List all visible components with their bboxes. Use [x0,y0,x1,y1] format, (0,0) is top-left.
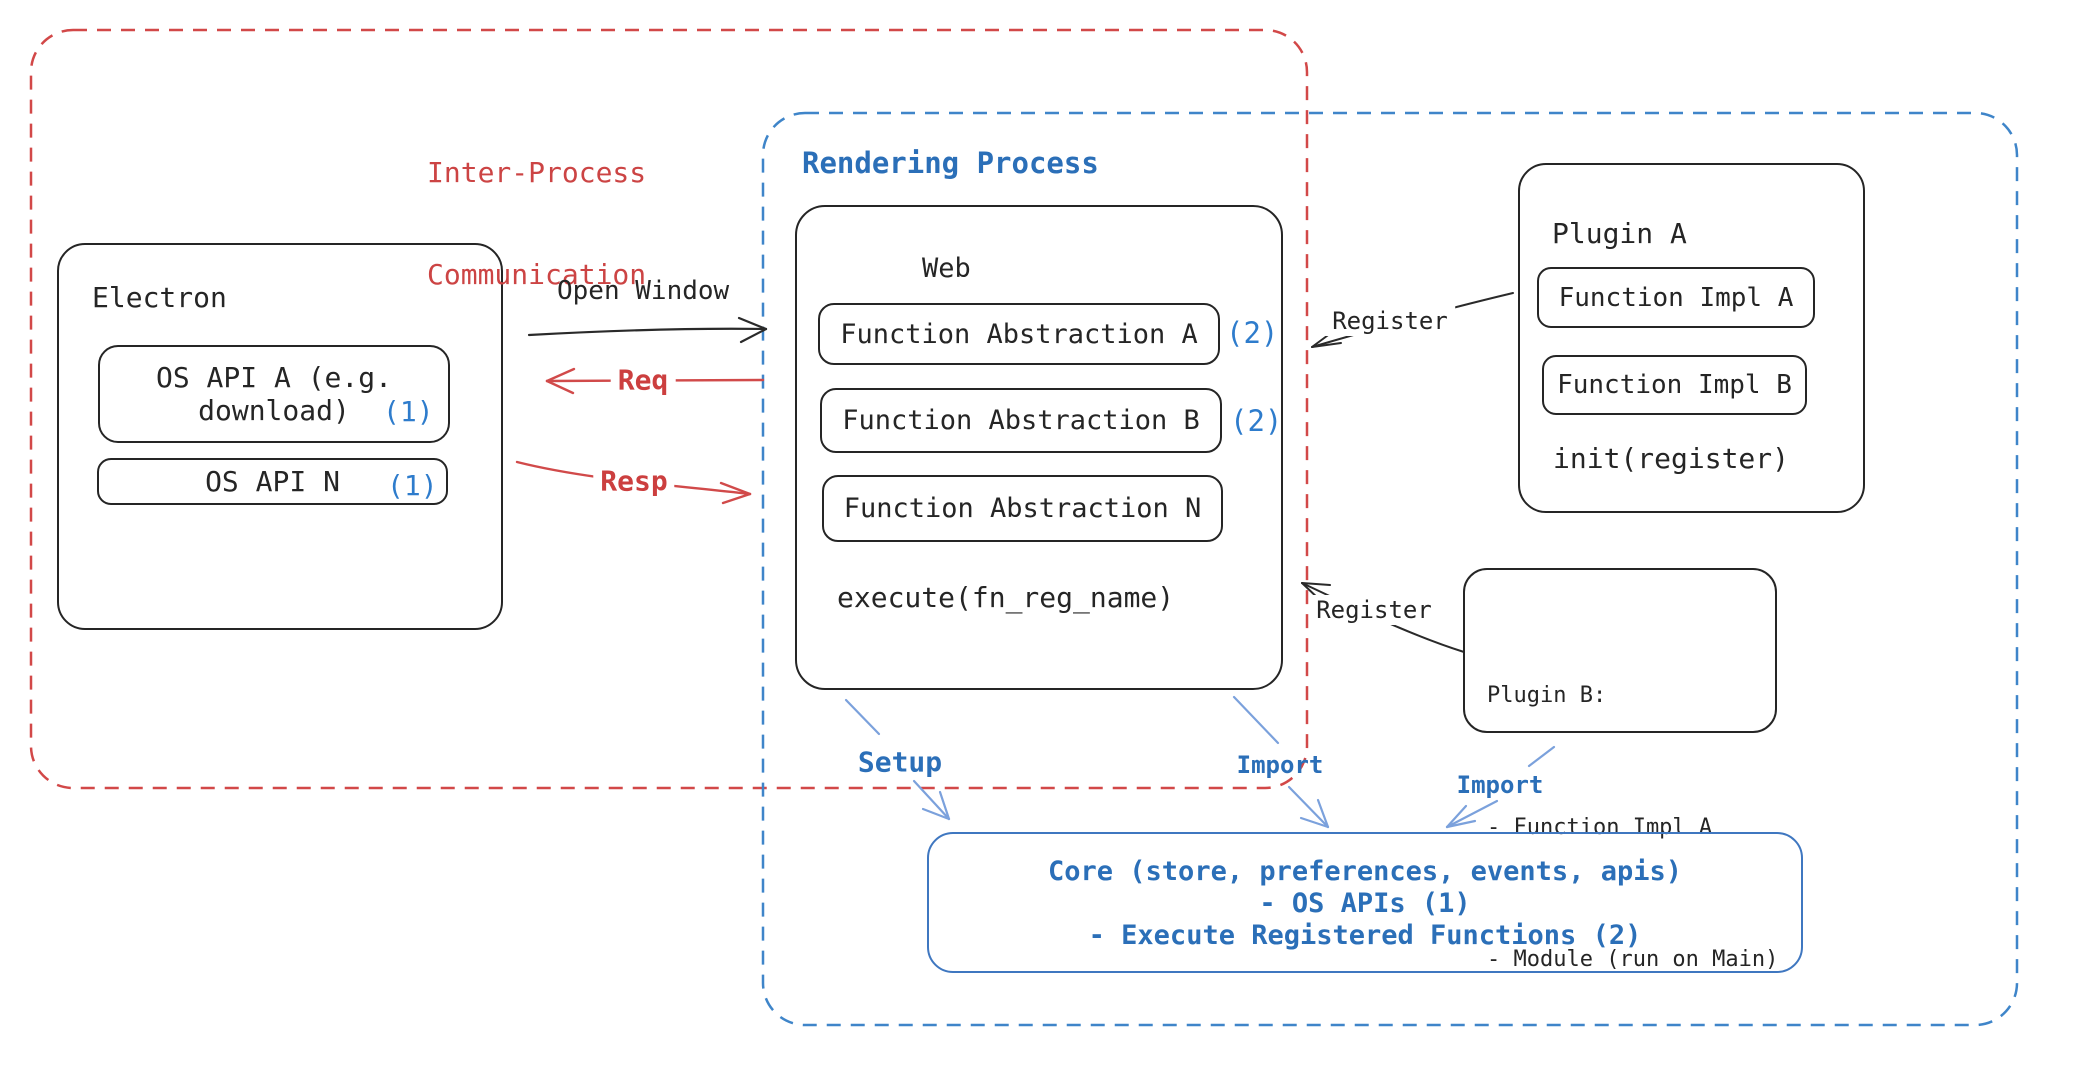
core-line2: - OS APIs (1) [1259,888,1471,919]
fn-abstraction-b-box: Function Abstraction B [820,388,1222,453]
core-line3: - Execute Registered Functions (2) [1088,920,1642,951]
fn-abstraction-n-box: Function Abstraction N [822,475,1223,542]
os-api-n-label: OS API N [205,465,340,498]
core-line1: Core (store, preferences, events, apis) [1048,856,1682,887]
fn-abstraction-a-label: Function Abstraction A [840,318,1198,350]
ipc-title-line2: Communication [427,258,647,291]
req-label: Req [610,362,676,398]
ipc-dashed-boundary [29,28,1309,790]
os-api-a-box: OS API A (e.g. download) [98,345,450,443]
ipc-title: Inter-Process Communication [427,88,646,360]
plugin-b-box: Plugin B: - Function Impl A - Module (ru… [1463,568,1778,972]
os-api-n-badge: (1) [387,469,438,502]
execute-label: execute(fn_reg_name) [837,581,1175,614]
web-title: Web [922,253,971,284]
os-api-a-line2: download) [198,394,350,427]
web-box [795,205,1283,690]
open-window-arrow [527,316,768,344]
plugin-a-title: Plugin A [1552,217,1687,250]
import-plugin-b-label: Import [1456,771,1544,799]
plugin-a-impl-a-label: Function Impl A [1558,282,1794,313]
electron-box [57,243,503,630]
plugin-b-item2: - Module (run on Main) [1487,947,1779,972]
electron-title: Electron [92,281,227,314]
register-plugin-b-label: Register [1309,595,1439,625]
rendering-process-dashed-boundary [761,111,2019,1027]
core-box: Core (store, preferences, events, apis) … [927,832,1803,973]
fn-abstraction-n-label: Function Abstraction N [843,493,1202,524]
import-plugin-b-arrow [1445,745,1556,829]
setup-arrow [844,698,951,821]
ipc-title-line1: Inter-Process [427,156,647,189]
os-api-a-badge: (1) [383,395,434,428]
os-api-a-line1: OS API A (e.g. [155,361,392,394]
rendering-process-title: Rendering Process [802,146,1099,180]
os-api-n-box: OS API N [97,458,448,505]
plugin-a-impl-b-box: Function Impl B [1542,355,1807,415]
plugin-a-init-label: init(register) [1553,442,1790,475]
open-window-label: Open Window [557,276,730,306]
fn-abstraction-a-box: Function Abstraction A [818,303,1220,365]
fn-abstraction-b-label: Function Abstraction B [842,405,1200,436]
setup-label: Setup [857,745,943,779]
fn-abstraction-a-badge: (2) [1226,316,1279,350]
plugin-a-impl-a-box: Function Impl A [1537,267,1815,328]
import-web-arrow [1232,695,1330,829]
plugin-b-item1: - Function Impl A [1487,815,1713,840]
plugin-a-box [1518,163,1865,513]
register-plugin-a-label: Register [1325,306,1455,336]
resp-label: Resp [593,463,675,499]
fn-abstraction-b-badge: (2) [1230,404,1283,438]
plugin-a-impl-b-label: Function Impl B [1557,370,1792,400]
plugin-b-title: Plugin B: [1487,683,1607,708]
import-web-label: Import [1236,751,1324,779]
